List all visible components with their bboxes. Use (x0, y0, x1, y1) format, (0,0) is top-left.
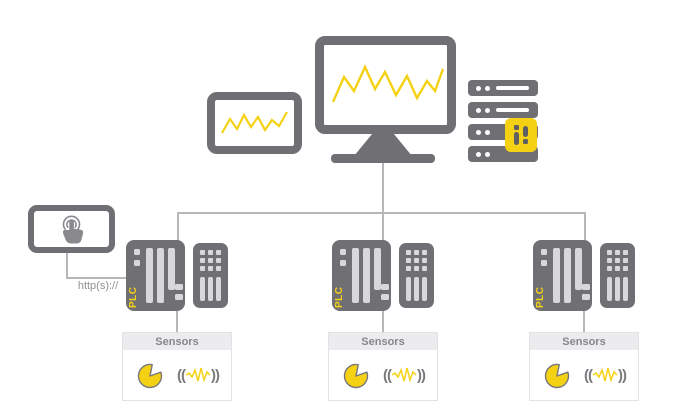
io-module-icon (193, 243, 228, 308)
sensors-panel-title: Sensors (329, 333, 437, 350)
rotary-sensor-icon (544, 363, 570, 389)
plc-group-right: PLC Sensors (( )) (529, 240, 639, 402)
plc-group-middle: PLC Sensors (( )) (328, 240, 438, 402)
plc-label: PLC (128, 286, 139, 309)
monitor-chart-zigzag (331, 64, 445, 103)
connector-plc-sensors-left (176, 311, 178, 332)
io-module-icon (399, 243, 434, 308)
monitor-stand (354, 132, 412, 156)
io-module-icon (600, 243, 635, 308)
alert-glyph-i (514, 125, 519, 145)
rack-led (476, 107, 481, 113)
touch-device (28, 205, 115, 253)
vibration-signal-icon: (( )) (383, 366, 426, 384)
connector-touchdevice-down (66, 253, 68, 278)
rack-unit (468, 80, 538, 96)
vibration-signal-icon: (( )) (584, 366, 627, 384)
connector-plc-sensors-right (583, 311, 585, 332)
plc-label: PLC (535, 286, 546, 309)
sensors-panel: Sensors (( )) (122, 332, 232, 401)
server-rack-icon (468, 80, 538, 168)
connector-touchdevice-to-plc (66, 277, 126, 279)
connector-bus (177, 212, 586, 214)
rack-unit (468, 102, 538, 118)
rack-led (485, 151, 490, 157)
rotary-sensor-icon (137, 363, 163, 389)
rack-led (485, 107, 490, 113)
connector-monitor-to-bus (382, 161, 384, 212)
sensors-panel-title: Sensors (530, 333, 638, 350)
laptop-chart-zigzag (221, 111, 288, 134)
plc-group-left: PLC Sensors (( )) (122, 240, 232, 402)
rack-led (476, 85, 481, 91)
touch-tap-icon (62, 215, 83, 244)
vibration-signal-icon: (( )) (177, 366, 220, 384)
plc-controller-icon: PLC (332, 240, 391, 311)
connector-plc-sensors-middle (382, 311, 384, 332)
rack-slot (496, 108, 529, 112)
sensors-panel-title: Sensors (123, 333, 231, 350)
monitor-line-chart-icon (315, 36, 456, 134)
connector-drop-middle (382, 212, 384, 241)
connector-drop-right (584, 212, 586, 241)
alert-glyph-exclamation (523, 126, 528, 144)
rack-led (485, 85, 490, 91)
http-protocol-label: http(s):// (77, 280, 119, 292)
laptop-line-chart-icon (207, 92, 302, 154)
rack-led (476, 129, 481, 135)
monitor-base (331, 154, 435, 163)
rack-led (485, 129, 490, 135)
sensors-panel: Sensors (( )) (328, 332, 438, 401)
sensors-panel: Sensors (( )) (529, 332, 639, 401)
rack-led (476, 151, 481, 157)
connector-drop-left (177, 212, 179, 241)
plc-controller-icon: PLC (126, 240, 185, 311)
server-alert-badge-icon (505, 118, 537, 152)
plc-controller-icon: PLC (533, 240, 592, 311)
rotary-sensor-icon (343, 363, 369, 389)
rack-slot (496, 86, 529, 90)
plc-label: PLC (334, 286, 345, 309)
